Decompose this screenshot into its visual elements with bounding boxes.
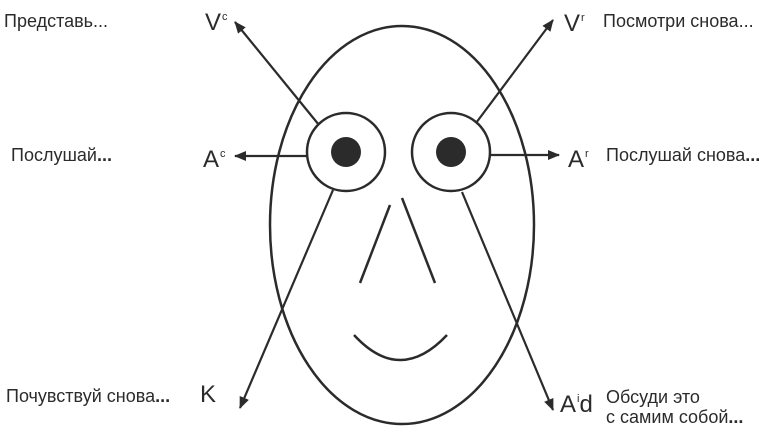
code-ar-sup: r (585, 148, 589, 160)
code-aid-base: A (560, 391, 577, 418)
label-feel-again-dots: ... (155, 386, 171, 406)
nose-icon (358, 197, 437, 284)
code-ac: Ac (203, 141, 226, 173)
right-pupil (436, 137, 466, 167)
label-imagine: Представь... (4, 11, 109, 31)
label-listen-again-dots: ... (745, 145, 761, 165)
arrow-k-icon (238, 189, 335, 409)
code-ac-sup: c (220, 148, 226, 160)
label-discuss-line2-text: с самим собой (606, 407, 729, 427)
code-vr-base: V (564, 10, 581, 37)
right-eye-icon (410, 111, 492, 193)
label-feel-again: Почувствуй снова... (6, 386, 170, 406)
code-aid: Aid (560, 386, 593, 418)
label-listen-again: Послушай снова... (606, 145, 760, 165)
label-listen-dots: ... (96, 145, 112, 165)
arrow-aid-icon (460, 191, 555, 411)
left-eye-icon (305, 111, 387, 193)
arrow-vc-icon (234, 21, 320, 126)
left-pupil (331, 137, 361, 167)
code-ar-base: A (568, 146, 585, 173)
code-vr: Vr (564, 5, 585, 37)
smile-mouth-icon (353, 334, 448, 362)
code-ar: Ar (568, 141, 589, 173)
label-discuss-line1: Обсуди это (606, 387, 700, 407)
code-aid-tail: d (579, 391, 593, 418)
code-ac-base: A (203, 146, 220, 173)
code-vc-base: V (205, 9, 222, 36)
label-look-again: Посмотри снова... (603, 11, 754, 31)
code-vc: Vc (205, 4, 228, 36)
label-listen: Послушай... (11, 145, 112, 165)
face-outline (268, 24, 536, 426)
label-discuss-line2: с самим собой... (606, 407, 743, 427)
code-vc-sup: c (222, 11, 228, 23)
label-feel-again-text: Почувствуй снова (6, 386, 156, 406)
label-listen-again-text: Послушай снова (606, 145, 746, 165)
code-vr-sup: r (581, 12, 585, 24)
code-aid-sup: i (577, 393, 580, 405)
label-listen-text: Послушай (11, 145, 97, 165)
code-k: K (200, 381, 217, 408)
label-discuss-line2-dots: ... (728, 407, 744, 427)
arrow-vr-icon (475, 19, 554, 124)
